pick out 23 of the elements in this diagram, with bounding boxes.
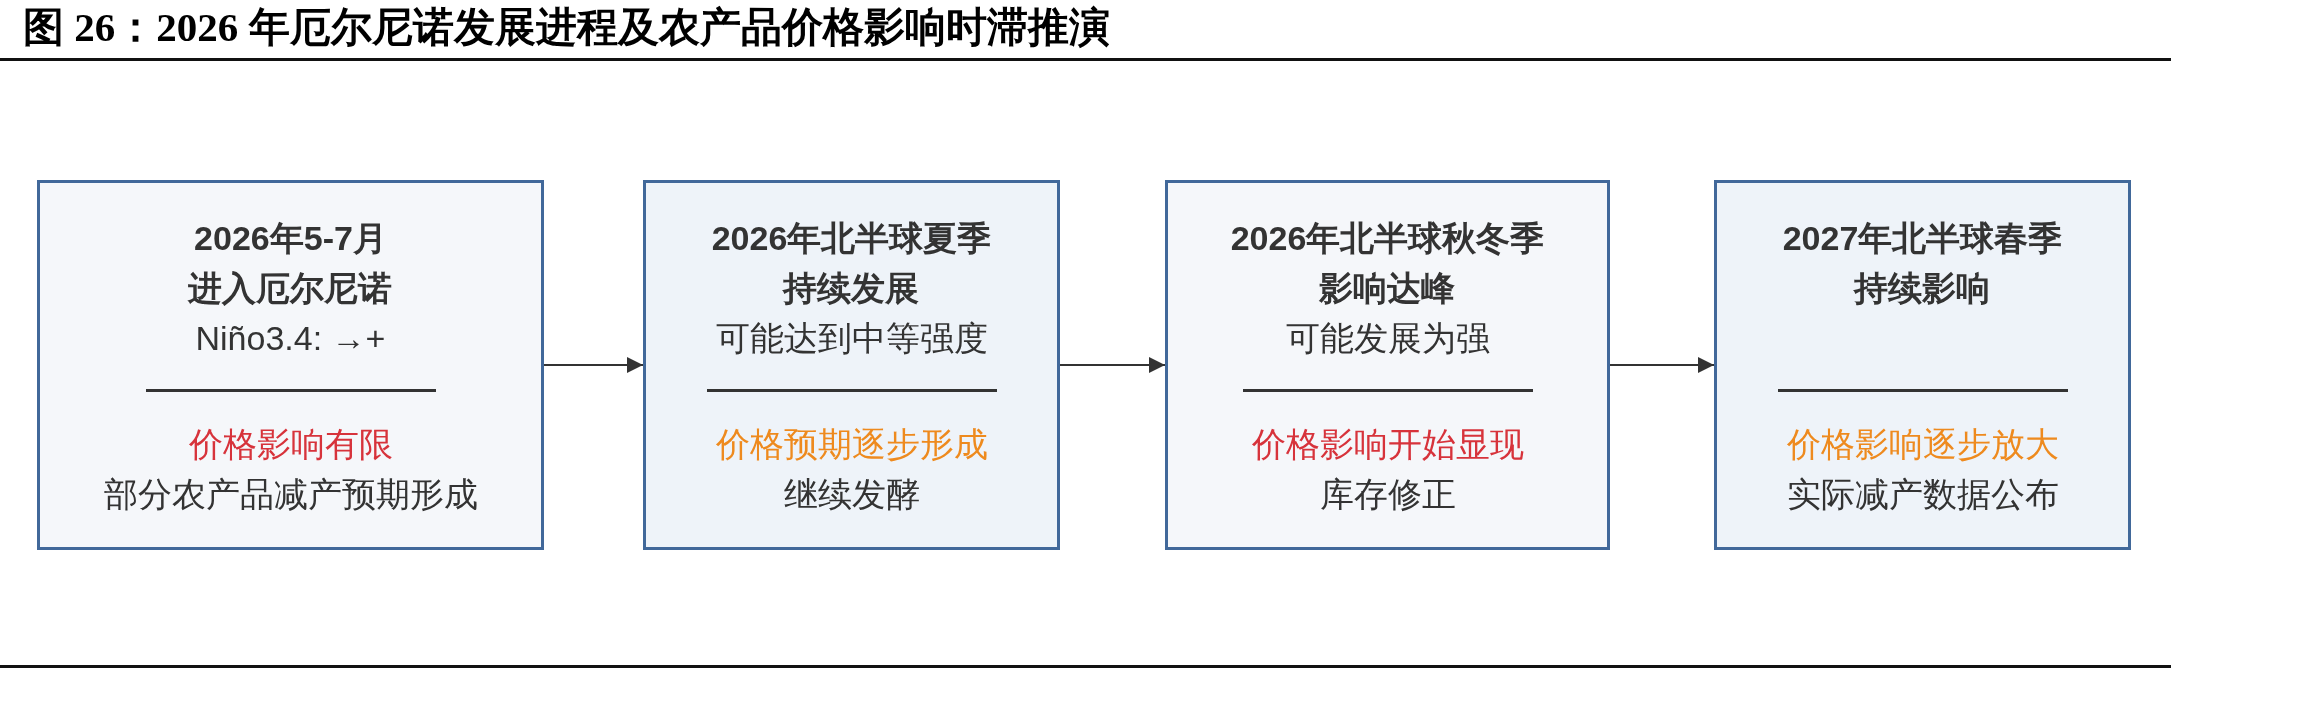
stage-heading: 2026年5-7月进入厄尔尼诺 (188, 219, 393, 307)
price-effect: 价格影响有限 (188, 424, 393, 465)
price-effect: 价格影响逐步放大 (1786, 424, 2059, 465)
stage-note: Niño3.4: →+ (195, 318, 386, 359)
price-effect: 价格预期逐步形成 (715, 424, 988, 465)
arrow (1059, 357, 1166, 373)
stage-note: 可能发展为强 (1285, 318, 1490, 359)
stage-note: 可能达到中等强度 (715, 318, 988, 359)
stage-detail: 继续发酵 (783, 474, 920, 515)
stage-detail: 库存修正 (1319, 474, 1456, 515)
stage-heading: 2026年北半球夏季持续发展 (711, 219, 992, 307)
stage-detail: 实际减产数据公布 (1786, 474, 2059, 515)
arrow (543, 357, 644, 373)
stage-box (1714, 180, 2131, 550)
figure-title: 图 26：2026 年厄尔尼诺发展进程及农产品价格影响时滞推演 (23, 4, 1110, 50)
price-effect: 价格影响开始显现 (1251, 424, 1524, 465)
stage-box (643, 180, 1060, 550)
stage-box (37, 180, 544, 550)
stage-detail: 部分农产品减产预期形成 (103, 474, 478, 515)
arrow (1609, 357, 1715, 373)
stage-heading: 2026年北半球秋冬季影响达峰 (1230, 219, 1545, 307)
stage-heading: 2027年北半球春季持续影响 (1782, 219, 2063, 307)
stage-box (1165, 180, 1610, 550)
